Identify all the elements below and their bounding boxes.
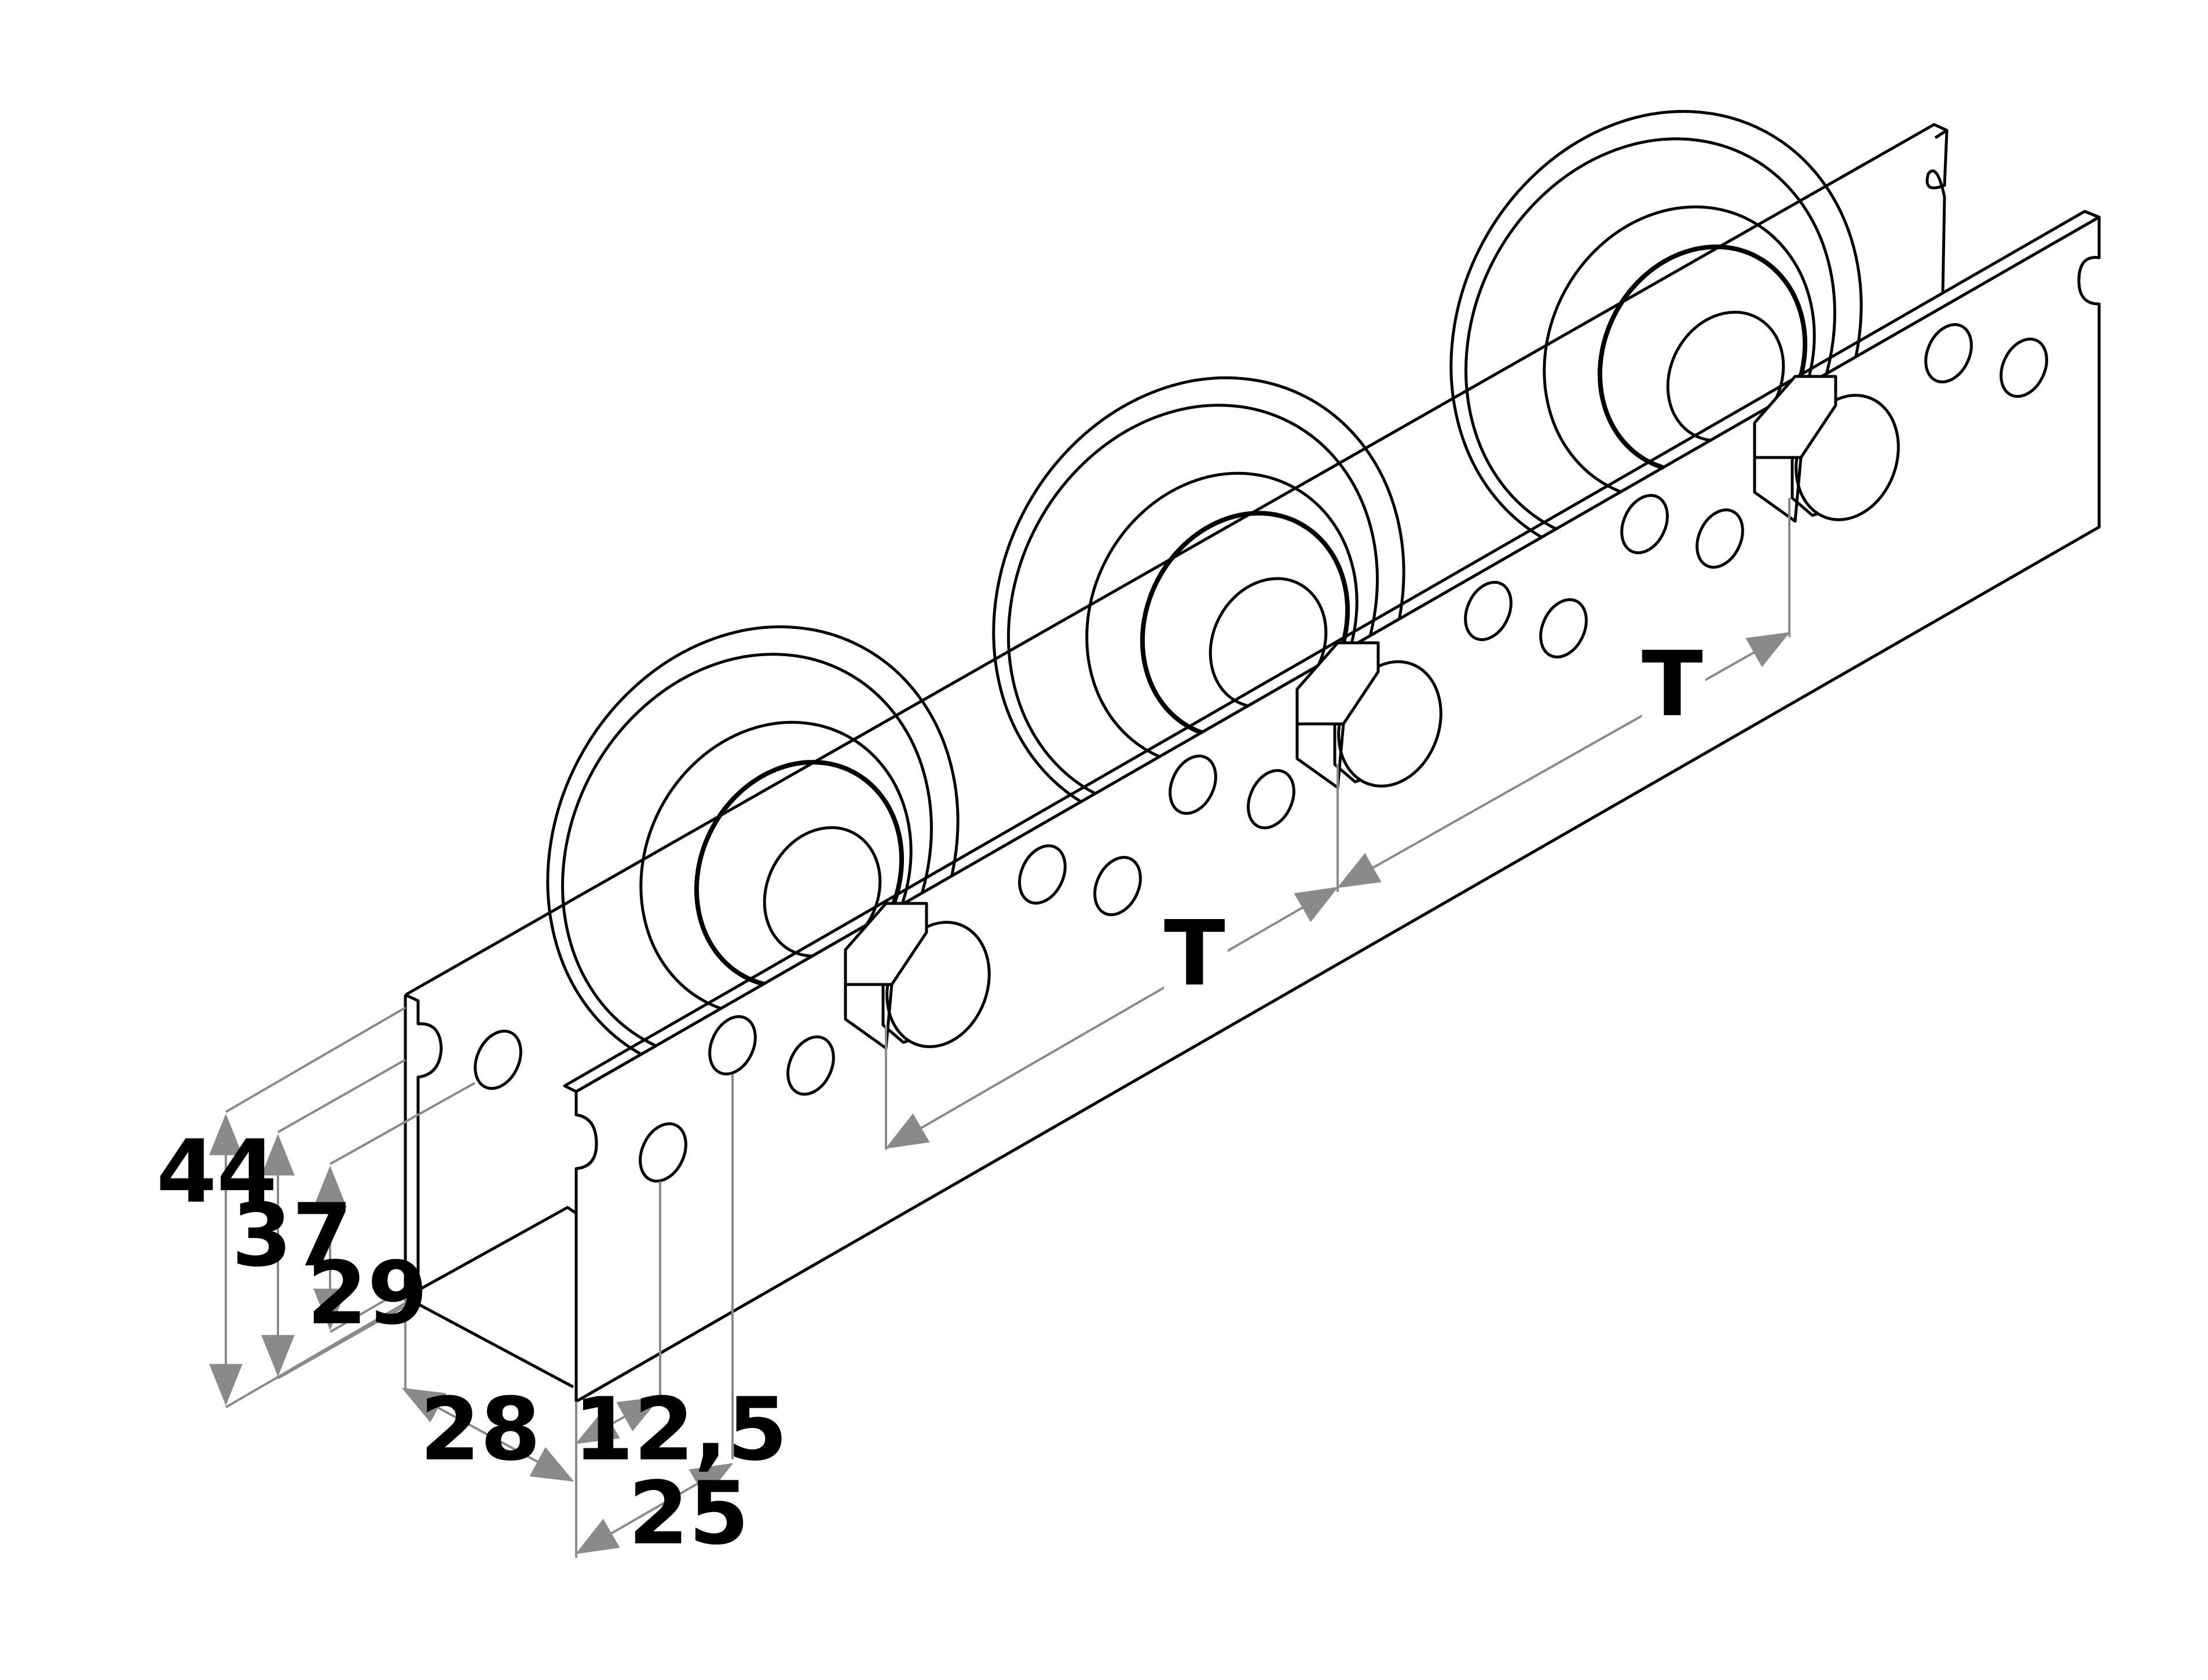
dim-line-12-5 bbox=[575, 1396, 661, 1444]
dim-label-12-5: 12,5 bbox=[573, 1379, 788, 1480]
dim-label-pitch-2: T bbox=[1642, 632, 1703, 737]
dimension-lines bbox=[209, 498, 1790, 1558]
dim-line-pitch-2 bbox=[1336, 632, 1790, 888]
dim-line-28 bbox=[401, 1388, 574, 1482]
back-wall-end bbox=[1925, 130, 1949, 293]
dim-label-44: 44 bbox=[156, 1122, 277, 1223]
channel-floor bbox=[404, 1206, 577, 1389]
dim-line-pitch-1 bbox=[885, 887, 1339, 1149]
dim-label-pitch-1: T bbox=[1164, 901, 1225, 1006]
dim-label-28: 28 bbox=[420, 1379, 541, 1480]
rear-wall-left-end bbox=[404, 993, 443, 1274]
dim-label-25: 25 bbox=[628, 1463, 749, 1564]
dim-label-29: 29 bbox=[307, 1243, 428, 1344]
bolt-3 bbox=[1753, 375, 1900, 523]
rear-wall-holes bbox=[474, 1029, 522, 1090]
dim-label-37: 37 bbox=[232, 1185, 353, 1286]
dim-line-25 bbox=[575, 1463, 734, 1554]
